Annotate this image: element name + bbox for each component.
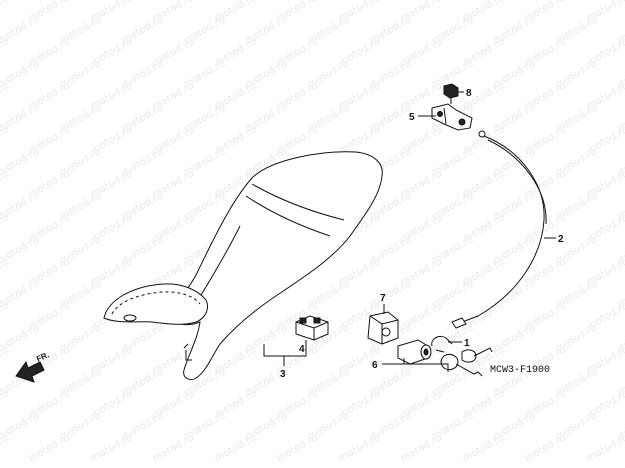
- watermark-text: motod.ru: [399, 432, 444, 464]
- watermark-text: motod.ru: [616, 0, 625, 3]
- cable-part-2: [451, 130, 547, 329]
- callout-5: 5: [409, 112, 415, 123]
- watermark-text: motod.ru: [27, 432, 72, 464]
- callout-6: 6: [372, 360, 378, 371]
- lock-housing-part-7: [367, 311, 399, 345]
- key-cylinder-part-6: [397, 339, 493, 377]
- bolt-part-8: [443, 83, 459, 104]
- watermark-text: motod.ru: [523, 432, 568, 464]
- diagram-code: MCW3-F1900: [490, 365, 550, 376]
- latch-bracket-part-5: [431, 103, 473, 131]
- leader-lines: [263, 91, 556, 372]
- watermark-text: motod.ru: [585, 432, 625, 464]
- seat-drawing: [103, 151, 383, 381]
- callout-8: 8: [466, 88, 472, 99]
- callout-2: 2: [558, 234, 564, 245]
- watermark-text: motod.ru: [213, 432, 258, 464]
- watermark-text: motod.ru: [275, 432, 320, 464]
- watermark-text: motod.ru: [151, 432, 196, 464]
- callout-7: 7: [380, 293, 386, 304]
- callout-1: 1: [464, 338, 470, 349]
- front-direction-arrow: FR.: [15, 350, 51, 383]
- callout-4: 4: [299, 344, 305, 355]
- clip-part-1: [431, 335, 453, 353]
- bracket-part-4: [295, 315, 329, 341]
- callout-3: 3: [280, 369, 286, 380]
- watermark-text: motod.ru: [89, 432, 134, 464]
- watermark-text: motod.ru: [337, 432, 382, 464]
- callout-labels: 8 5 2 7 1 4 3 6: [280, 88, 564, 380]
- watermark-text: motod.ru: [0, 0, 10, 25]
- watermark-text: motod.ru: [461, 432, 506, 464]
